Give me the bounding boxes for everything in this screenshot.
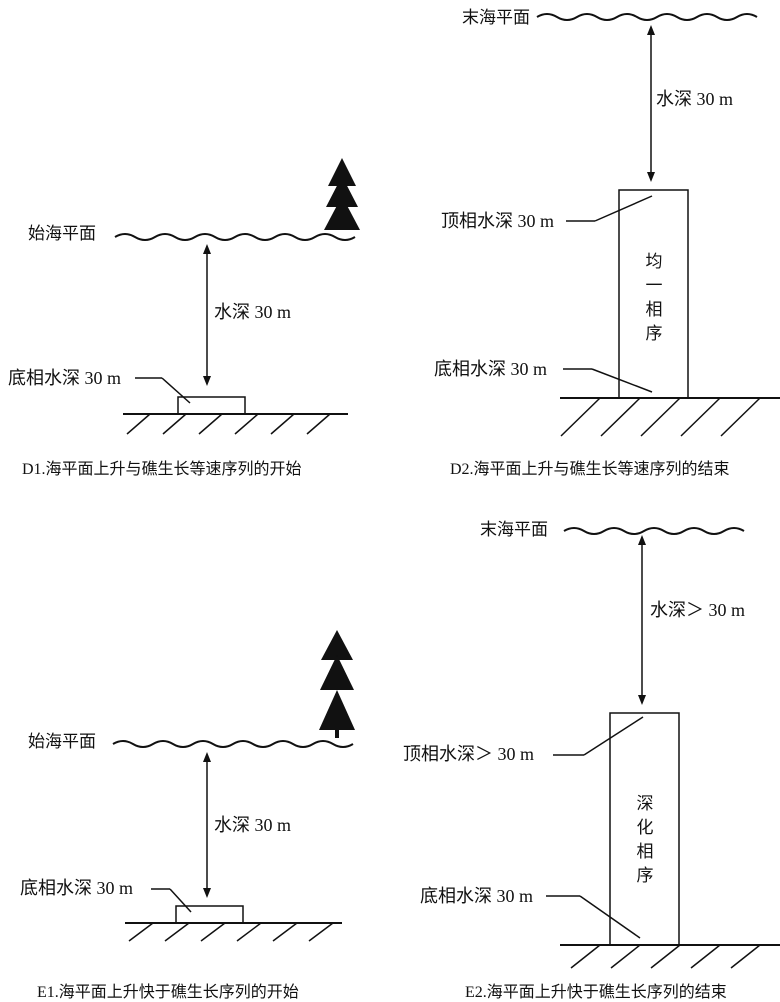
d2-base-depth-label: 底相水深 30 m — [434, 359, 548, 379]
d2-seafloor-hatch — [560, 397, 761, 437]
panel-d1 — [114, 158, 360, 435]
e2-caption: E2.海平面上升快于礁生长序列的结束 — [465, 984, 727, 1001]
d1-caption: D1.海平面上升与礁生长等速序列的开始 — [22, 461, 302, 478]
d1-reef-block — [177, 396, 246, 415]
d1-sea-level-wave — [114, 233, 356, 241]
e1-base-depth-label: 底相水深 30 m — [20, 878, 134, 898]
e2-top-leader-diag — [583, 716, 644, 756]
e1-reef-block — [175, 905, 244, 924]
e2-sea-level-wave — [563, 527, 745, 535]
d1-tree-icon — [324, 158, 360, 230]
e2-top-depth-label: 顶相水深＞ 30 m — [403, 744, 535, 764]
d2-sea-level-wave — [536, 13, 758, 21]
e1-depth-label: 水深 30 m — [214, 815, 292, 835]
e1-seafloor-hatch — [128, 922, 334, 942]
panel-e2 — [546, 527, 780, 969]
e1-sea-level-wave — [112, 740, 354, 748]
e2-depth-label: 水深＞ 30 m — [650, 600, 746, 620]
e2-sequence-label: 深化相序 — [636, 794, 654, 886]
d1-depth-label: 水深 30 m — [214, 302, 292, 322]
e2-end-sea-label: 末海平面 — [480, 520, 548, 540]
d2-top-depth-label: 顶相水深 30 m — [441, 211, 555, 231]
e2-reef-column — [609, 712, 680, 946]
panel-e1 — [112, 630, 355, 942]
e1-base-leader-diag — [169, 888, 192, 913]
d2-base-leader-diag — [591, 368, 653, 393]
e1-tree-icon — [319, 630, 355, 738]
d2-top-leader-diag — [594, 195, 653, 222]
d1-seafloor-hatch — [126, 413, 331, 435]
panel-d2 — [536, 13, 780, 437]
d1-base-depth-label: 底相水深 30 m — [8, 368, 122, 388]
d2-depth-label: 水深 30 m — [656, 89, 734, 109]
e2-base-depth-label: 底相水深 30 m — [420, 886, 534, 906]
d2-end-sea-label: 末海平面 — [462, 8, 530, 28]
d2-sequence-label: 均一相序 — [645, 252, 663, 344]
e2-base-leader-diag — [579, 895, 641, 939]
d2-caption: D2.海平面上升与礁生长等速序列的结束 — [450, 461, 730, 478]
e1-caption: E1.海平面上升快于礁生长序列的开始 — [37, 984, 299, 1001]
d1-base-leader-diag — [161, 377, 191, 404]
e2-seafloor-hatch — [570, 944, 761, 969]
e1-start-sea-label: 始海平面 — [28, 732, 96, 752]
d1-start-sea-label: 始海平面 — [28, 224, 96, 244]
